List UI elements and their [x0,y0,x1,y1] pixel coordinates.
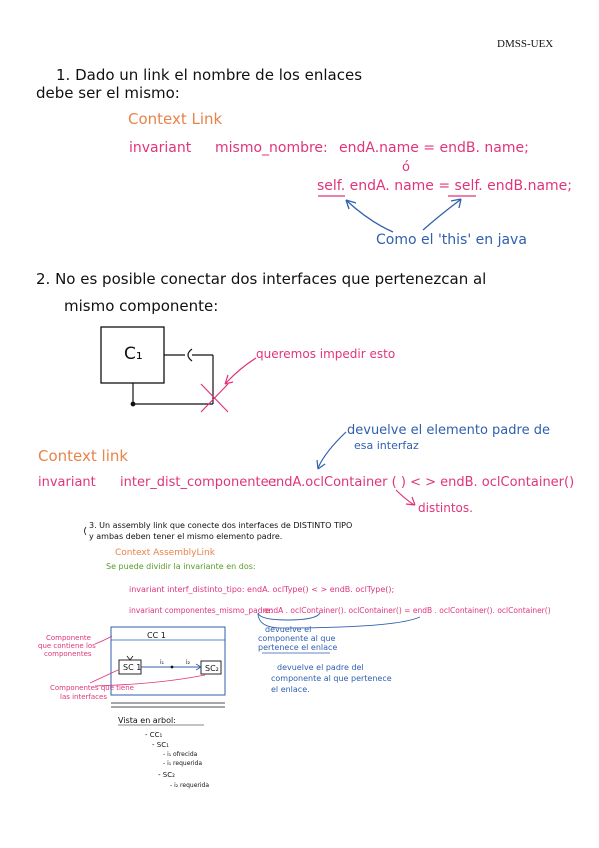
s3-context: Context AssemblyLink [115,548,215,558]
s3-link-dot [170,665,174,669]
s3-pink2-line1: Componentes que tiene [50,684,134,692]
s1-context: Context Link [128,110,223,128]
s2-red-cross [200,383,229,413]
s3-tree-item: - i₁ requerida [163,760,202,767]
s2-red-arrow [225,357,257,384]
s3-brace [84,526,87,536]
s3-pink-pointer-2 [89,669,119,684]
s1-inv-expr: endA.name = endB. name; [339,140,529,156]
s3-pink1-line2: que contiene los [38,642,96,650]
s2-box-label: C₁ [124,344,143,364]
s2-pink-arrow [395,489,415,506]
s3-note1-line3: pertenece el enlace [258,643,338,652]
s2-note: queremos impedir esto [256,347,396,361]
s3-sc1-label: SC 1 [123,663,142,672]
s3-title-line1: 3. Un assembly link que conecte dos inte… [89,521,353,530]
s3-blue-bracket [257,612,421,629]
s2-junction-dot [130,401,136,407]
s1-title-line2: debe ser el mismo: [36,84,180,102]
s3-tree-item: - i₂ requerida [170,782,209,789]
s1-self-expr: self. endA. name = self. endB.name; [317,178,573,194]
s2-component-box [100,326,165,384]
s2-inv-expr: endA.oclContainer ( ) < > endB. oclConta… [268,475,575,490]
s3-pink-pointer-1 [94,635,113,645]
s3-sc2-box [200,660,222,675]
s2-distintos: distintos. [418,501,473,515]
s1-arrow-left-head [345,199,357,210]
s3-inv1: invariant interf_distinto_tipo: endA. oc… [129,585,395,594]
s2-blue-arrow-head [316,459,326,470]
s3-i1-label: i₁ [160,659,165,666]
s3-tree-title: Vista en arbol: [118,716,176,725]
s3-y-mark [126,655,134,661]
s1-title-line1: 1. Dado un link el nombre de los enlaces [56,66,363,84]
s3-i2-label: i₂ [186,659,191,666]
s1-inv-name: mismo_nombre: [215,140,328,156]
s3-inv2-expr: endA . oclContainer(). oclContainer() = … [264,606,551,615]
s3-inv2-name: invariant componentes_mismo_padre: [129,606,273,615]
s1-or: ó [402,160,410,175]
s1-inv-kw: invariant [129,140,192,156]
s2-red-arrow-head [224,374,234,385]
s3-note1-line1: devuelve el [265,625,312,634]
s3-note1-line2: componente al que [258,634,336,643]
s2-title-line2: mismo componente: [64,297,219,315]
s3-tree-item: - SC₂ [158,771,175,779]
header-tag: DMSS-UEX [497,38,554,50]
s3-sc2-label: SC₂ [205,664,219,673]
s3-pink1-line3: componentes [44,650,92,658]
s3-link-arrow [195,663,202,671]
s3-cc-label: CC 1 [147,631,166,640]
s2-socket [187,348,193,362]
s3-cc-box [110,626,226,696]
s1-note: Como el 'this' en java [376,232,527,248]
s3-blue-bracket [257,612,321,621]
s2-inv-name: inter_dist_componente : [120,475,278,490]
s3-pink2-line2: las interfaces [60,693,107,701]
s2-blue-note-line1: devuelve el elemento padre de [347,423,550,438]
s2-inv-kw: invariant [38,475,96,490]
s3-tree-item: - CC₁ [145,731,163,739]
s2-context: Context link [38,447,129,465]
s3-note2-line1: devuelve el padre del [277,663,364,672]
s1-arrow-left [346,200,394,233]
s3-sc1-box [118,659,142,675]
s1-arrow-right-head [450,198,462,209]
s3-tree-item: - SC₁ [152,741,169,749]
s1-arrow-right [422,199,461,231]
s2-blue-note-line2: esa interfaz [354,439,419,452]
s2-blue-arrow [317,431,347,469]
s3-title-line2: y ambas deben tener el mismo elemento pa… [89,532,283,541]
s3-pink-pointer-3 [94,674,206,687]
s3-pink1-line1: Componente [46,634,91,642]
s3-note2-line3: el enlace. [271,685,310,694]
s3-tree-item: - i₁ ofrecida [163,751,198,758]
s3-note2-line2: componente al que pertenece [271,674,392,683]
s2-pink-arrow-head [405,496,416,506]
s3-lead: Se puede dividir la invariante en dos: [106,562,256,571]
s2-title-line1: 2. No es posible conectar dos interfaces… [36,270,487,288]
